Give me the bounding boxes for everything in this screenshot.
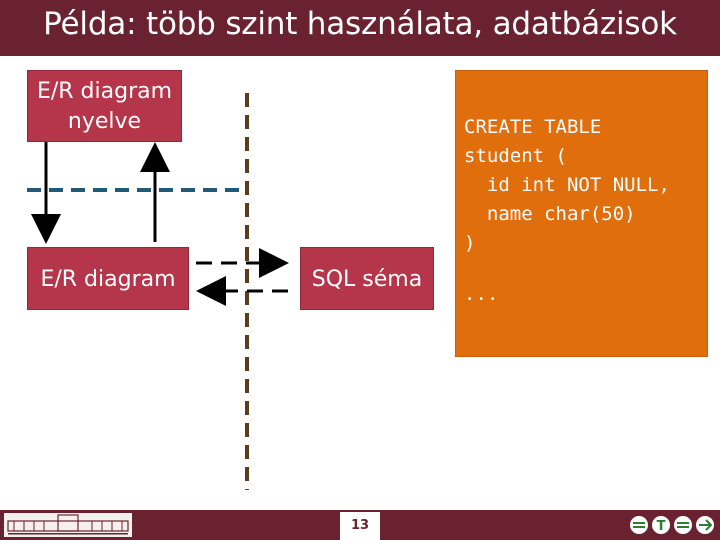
er-diagram-label: E/R diagram [40,267,176,292]
sql-schema-label: SQL séma [311,267,423,292]
university-building-logo-icon [4,513,132,537]
er-diagram-box: E/R diagram [27,247,189,310]
page-number: 13 [340,512,380,540]
sql-ellipsis: ... [464,283,499,305]
title-bar [0,0,720,56]
er-language-label: E/R diagram nyelve [36,79,173,134]
sql-code-box: CREATE TABLE student ( id int NOT NULL, … [455,70,708,357]
sql-schema-box: SQL séma [300,247,434,310]
sql-code: CREATE TABLE student ( id int NOT NULL, … [464,116,670,254]
slide-title: Példa: több szint használata, adatbáziso… [43,6,677,42]
er-language-box: E/R diagram nyelve [27,70,182,142]
department-logos-icon: T [630,516,714,534]
svg-text:T: T [657,519,666,534]
